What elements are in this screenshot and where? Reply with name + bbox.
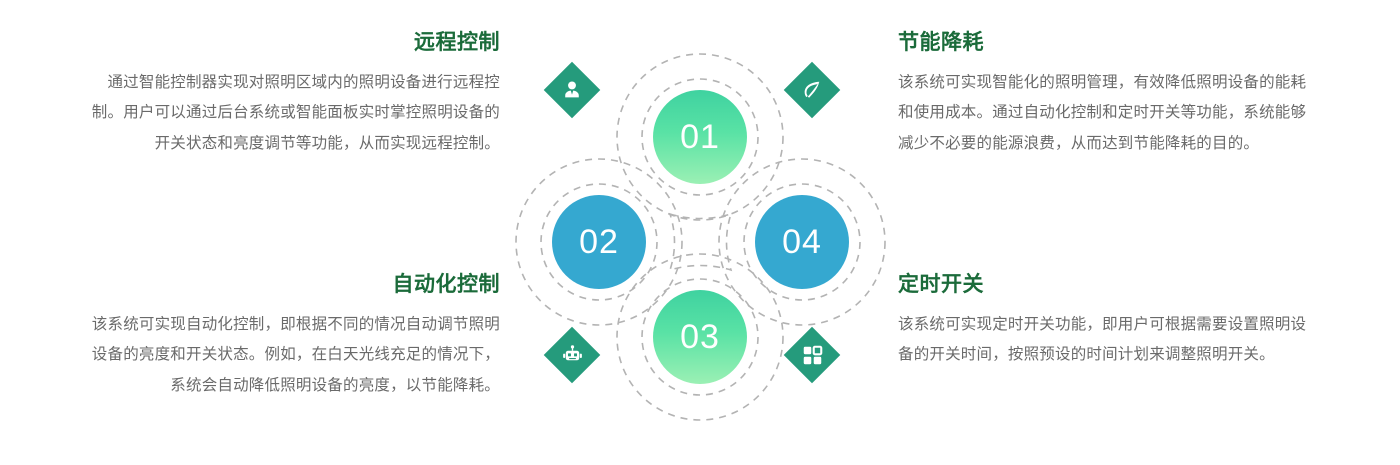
leaf-icon: [799, 77, 825, 103]
inner-ring-02: [540, 183, 658, 301]
outer-ring-03: [616, 253, 784, 421]
diamond-businessman[interactable]: [543, 61, 601, 119]
diamond-grid[interactable]: [783, 326, 841, 384]
dashed-rings-decoration: [515, 53, 886, 421]
feature-body-timer-switch: 该系统可实现定时开关功能，即用户可根据需要设置照明设备的开关时间，按照预设的时间…: [898, 316, 1307, 364]
feature-body-energy-saving: 该系统可实现智能化的照明管理，有效降低照明设备的能耗和使用成本。通过自动化控制和…: [898, 74, 1307, 152]
inner-ring-03: [641, 278, 759, 396]
outer-ring-01: [616, 53, 784, 221]
diamond-robot[interactable]: [543, 326, 601, 384]
node-circle-04[interactable]: 04: [755, 195, 849, 289]
feature-title-timer-switch: 定时开关: [898, 273, 984, 296]
outer-ring-02: [515, 158, 683, 326]
feature-body-remote-control: 通过智能控制器实现对照明区域内的照明设备进行远程控制。用户可以通过后台系统或智能…: [91, 74, 500, 152]
feature-body-automation-control: 该系统可实现自动化控制，即根据不同的情况自动调节照明设备的亮度和开关状态。例如，…: [91, 316, 500, 394]
feature-title-remote-control: 远程控制: [414, 31, 500, 54]
node-number-04: 04: [782, 222, 822, 261]
feature-block-energy-saving: 节能降耗 该系统可实现智能化的照明管理，有效降低照明设备的能耗和使用成本。通过自…: [898, 30, 1318, 159]
businessman-icon: [559, 77, 585, 103]
grid-icon: [799, 342, 825, 368]
robot-icon: [559, 342, 585, 368]
center-diagram: 01 02 03 04: [505, 18, 895, 448]
diamond-leaf[interactable]: [783, 61, 841, 119]
node-number-01: 01: [680, 117, 720, 156]
inner-ring-04: [743, 183, 861, 301]
feature-title-automation-control: 自动化控制: [392, 273, 500, 296]
inner-ring-01: [641, 78, 759, 196]
node-circle-02[interactable]: 02: [552, 195, 646, 289]
node-number-02: 02: [579, 222, 619, 261]
center-concave-square: [668, 212, 733, 272]
feature-title-energy-saving: 节能降耗: [898, 31, 984, 54]
feature-block-remote-control: 远程控制 通过智能控制器实现对照明区域内的照明设备进行远程控制。用户可以通过后台…: [80, 30, 500, 159]
outer-ring-04: [718, 158, 886, 326]
node-circle-01[interactable]: 01: [653, 90, 747, 184]
node-circle-03[interactable]: 03: [653, 290, 747, 384]
node-number-03: 03: [680, 317, 720, 356]
feature-block-automation-control: 自动化控制 该系统可实现自动化控制，即根据不同的情况自动调节照明设备的亮度和开关…: [80, 272, 500, 401]
feature-block-timer-switch: 定时开关 该系统可实现定时开关功能，即用户可根据需要设置照明设备的开关时间，按照…: [898, 272, 1318, 371]
